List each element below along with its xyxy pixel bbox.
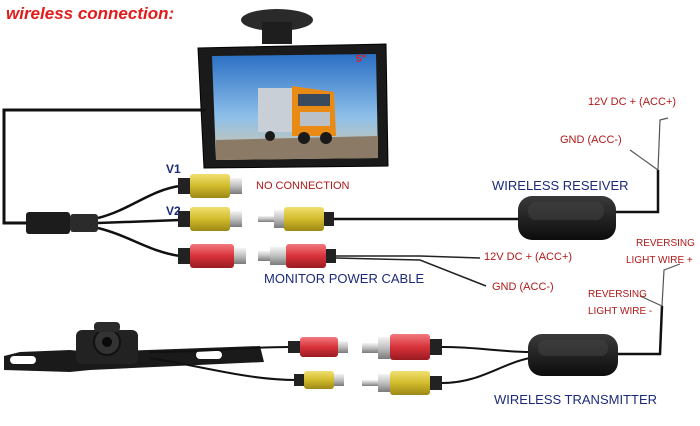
reversing-plus-line2: LIGHT WIRE + bbox=[626, 255, 693, 266]
diagram-title: wireless connection: bbox=[6, 4, 175, 23]
camera-rca-female bbox=[294, 371, 344, 389]
receiver-lead-plus bbox=[657, 117, 669, 171]
backup-camera bbox=[4, 322, 264, 372]
wireless-transmitter bbox=[528, 334, 618, 376]
dc-female-monitor-power bbox=[178, 244, 246, 268]
transmitter-power-cable bbox=[618, 305, 664, 356]
monitor bbox=[197, 9, 389, 169]
reversing-minus-line2: LIGHT WIRE - bbox=[588, 306, 653, 317]
mount-slot-left bbox=[10, 356, 36, 364]
power-lead-plus bbox=[336, 255, 481, 259]
rca-female-v2 bbox=[178, 207, 242, 231]
suction-cup bbox=[241, 9, 313, 31]
monitor-mount bbox=[262, 22, 292, 44]
wireless-transmitter-label: WIRELESS TRANSMITTER bbox=[494, 392, 658, 407]
receiver-power-cable bbox=[616, 170, 660, 214]
monitor-cable bbox=[2, 108, 206, 225]
rca-female-v1 bbox=[178, 174, 242, 198]
cable-hub-collar bbox=[70, 214, 98, 232]
camera-lens-center bbox=[102, 337, 112, 347]
monitor-size-badge: 5" bbox=[356, 54, 367, 65]
power-lead-gnd bbox=[335, 257, 487, 287]
reversing-plus-line1: REVERSING bbox=[636, 238, 695, 249]
monitor-power-cable-label: MONITOR POWER CABLE bbox=[264, 271, 425, 286]
cable-hub bbox=[26, 212, 70, 234]
transmitter-rca-male bbox=[362, 371, 442, 395]
transmitter-power-input bbox=[441, 346, 531, 353]
monitor-gnd-label: GND (ACC-) bbox=[492, 281, 554, 293]
transmitter-lead-minus bbox=[639, 295, 663, 307]
truck-image bbox=[258, 86, 336, 144]
dc-male-power bbox=[258, 244, 336, 268]
receiver-12v-label: 12V DC + (ACC+) bbox=[588, 96, 677, 108]
reversing-minus-line1: REVERSING bbox=[588, 289, 647, 300]
rca-male-receiver-video bbox=[258, 207, 334, 231]
transmitter-dc-male bbox=[362, 334, 442, 360]
mount-slot-right bbox=[196, 351, 222, 359]
branch-v2 bbox=[97, 218, 181, 225]
branch-v1 bbox=[97, 184, 181, 220]
receiver-gnd-label: GND (ACC-) bbox=[560, 134, 622, 146]
camera-video-cable bbox=[149, 357, 297, 381]
camera-power-cable bbox=[149, 346, 291, 353]
channel-v1-label: V1 bbox=[166, 162, 181, 176]
receiver-lead-gnd bbox=[629, 149, 659, 171]
transmitter-lead-plus bbox=[661, 263, 681, 307]
branch-power bbox=[97, 226, 181, 258]
wireless-receiver bbox=[518, 196, 616, 240]
camera-dc-female bbox=[288, 337, 348, 357]
wireless-receiver-label: WIRELESS RESEIVER bbox=[492, 178, 629, 193]
screen-road bbox=[216, 136, 378, 160]
camera-hood bbox=[94, 322, 120, 332]
channel-v2-label: V2 bbox=[166, 204, 181, 218]
transmitter-video-input bbox=[441, 357, 531, 384]
monitor-12v-label: 12V DC + (ACC+) bbox=[484, 251, 573, 263]
no-connection-label: NO CONNECTION bbox=[256, 180, 350, 192]
